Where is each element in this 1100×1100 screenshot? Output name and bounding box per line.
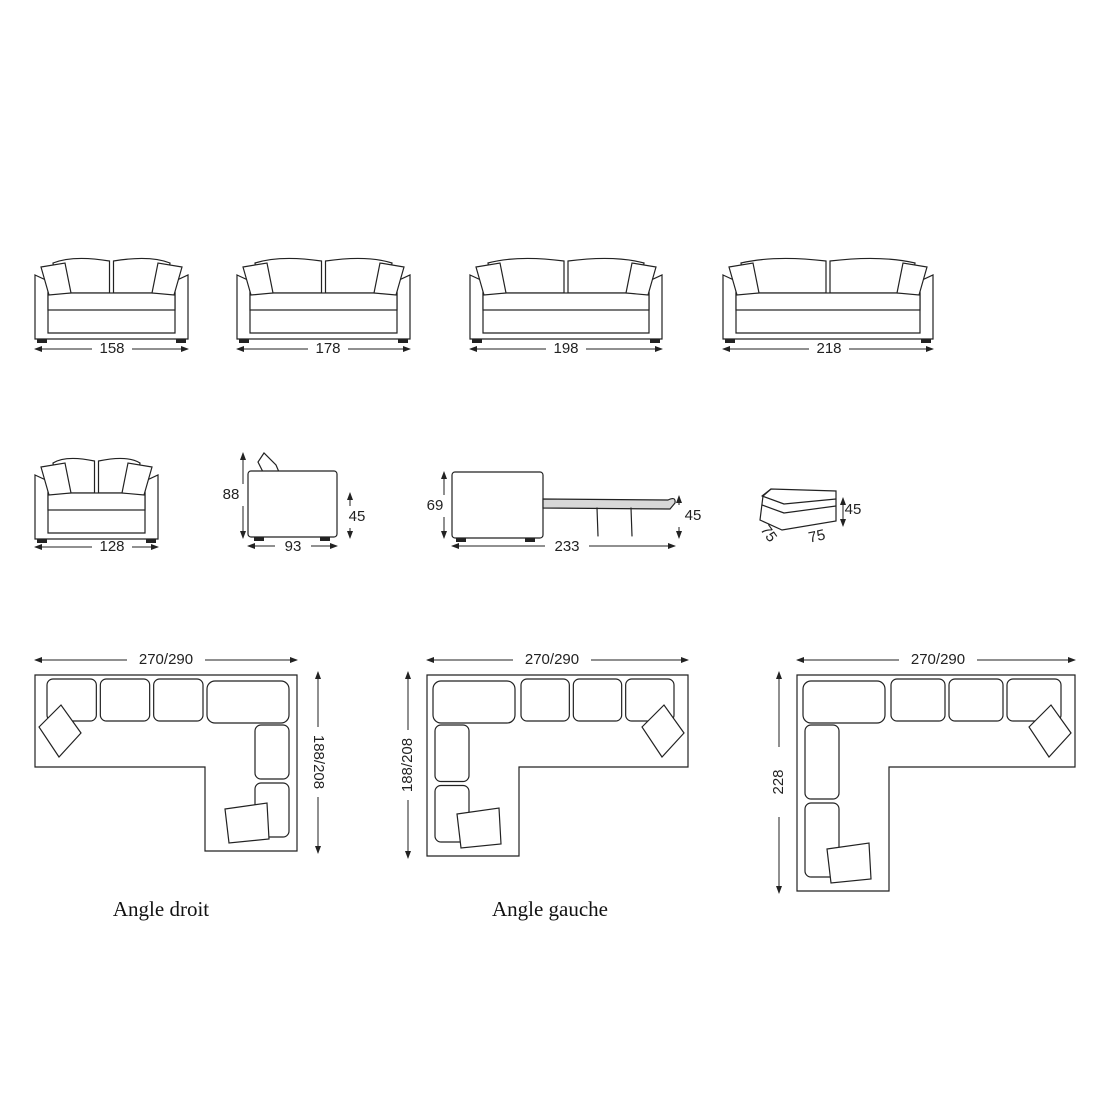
leg bbox=[650, 339, 660, 343]
sofa-178 bbox=[236, 257, 411, 352]
side-cushion bbox=[804, 724, 840, 800]
throw-pillow bbox=[475, 262, 507, 296]
seat-cushion bbox=[249, 292, 398, 311]
side-depth-label: 93 bbox=[285, 538, 302, 555]
armchair-width-label: 128 bbox=[99, 538, 124, 555]
sofa-158 bbox=[34, 257, 189, 352]
bed-body bbox=[451, 471, 544, 539]
throw-pillow bbox=[242, 262, 274, 296]
bed-open-length-label: 233 bbox=[554, 538, 579, 555]
labels: 158 178 198 218 128 88 45 93 69 45 233 4… bbox=[99, 340, 965, 921]
throw-pillow bbox=[40, 262, 72, 296]
corner-left-width-label: 270/290 bbox=[525, 651, 579, 668]
corner-right-depth-label: 188/208 bbox=[310, 735, 327, 789]
side-seat-height-label: 45 bbox=[349, 508, 366, 525]
leg bbox=[525, 538, 535, 542]
caption-angle-gauche: Angle gauche bbox=[492, 897, 608, 921]
throw-pillow bbox=[641, 704, 685, 758]
throw-pillow bbox=[896, 262, 928, 296]
back-cushion bbox=[99, 678, 151, 722]
bed-leg bbox=[596, 507, 599, 537]
seat-cushion bbox=[735, 292, 921, 311]
leg bbox=[37, 339, 47, 343]
drawings bbox=[34, 257, 1076, 894]
leg bbox=[398, 339, 408, 343]
sofa-bed bbox=[441, 471, 682, 549]
corner-large-width-label: 270/290 bbox=[911, 651, 965, 668]
back-cushion bbox=[520, 678, 570, 722]
seat-cushion bbox=[47, 292, 176, 311]
corner-left-depth-label: 188/208 bbox=[399, 738, 416, 792]
throw-pillow bbox=[121, 462, 153, 496]
leg bbox=[472, 339, 482, 343]
back-cushion bbox=[740, 257, 827, 294]
corner-sofa-angle-gauche bbox=[405, 657, 689, 859]
throw-pillow bbox=[625, 262, 657, 296]
throw-pillow bbox=[728, 262, 760, 296]
leg bbox=[921, 339, 931, 343]
corner-cushion bbox=[432, 680, 516, 724]
throw-pillow bbox=[373, 262, 405, 296]
sofa-198-width-label: 198 bbox=[553, 340, 578, 357]
leg bbox=[725, 339, 735, 343]
throw-pillow bbox=[38, 704, 82, 758]
throw-pillow bbox=[1028, 704, 1072, 758]
back-cushion bbox=[153, 678, 204, 722]
sofa-178-width-label: 178 bbox=[315, 340, 340, 357]
throw-pillow bbox=[456, 807, 502, 849]
side-body bbox=[247, 470, 338, 538]
caption-angle-droit: Angle droit bbox=[113, 897, 209, 921]
throw-pillow bbox=[151, 262, 183, 296]
corner-right-width-label: 270/290 bbox=[139, 651, 193, 668]
corner-sofa-angle-droit bbox=[34, 657, 321, 854]
back-cushion bbox=[487, 257, 565, 294]
ottoman bbox=[759, 488, 846, 531]
mattress bbox=[542, 497, 676, 510]
leg bbox=[254, 537, 264, 541]
ottoman-top bbox=[761, 488, 837, 505]
leg bbox=[239, 339, 249, 343]
leg bbox=[456, 538, 466, 542]
leg bbox=[320, 537, 330, 541]
corner-cushion bbox=[802, 680, 886, 724]
ottoman-seam bbox=[761, 504, 837, 514]
side-view bbox=[240, 452, 353, 549]
sofa-218-width-label: 218 bbox=[816, 340, 841, 357]
side-cushion bbox=[434, 724, 470, 783]
corner-cushion bbox=[206, 680, 290, 724]
bed-leg bbox=[630, 507, 633, 537]
throw-pillow bbox=[40, 462, 72, 496]
ottoman-width-label: 75 bbox=[807, 526, 827, 546]
ottoman-height-label: 45 bbox=[845, 501, 862, 518]
throw-pillow bbox=[224, 802, 270, 844]
leg bbox=[146, 539, 156, 543]
sofa-158-width-label: 158 bbox=[99, 340, 124, 357]
back-pillow bbox=[257, 452, 280, 473]
sofa-198 bbox=[469, 257, 663, 352]
leg bbox=[176, 339, 186, 343]
back-cushion bbox=[948, 678, 1004, 722]
back-cushion bbox=[890, 678, 946, 722]
back-cushion bbox=[829, 257, 916, 294]
corner-sofa-228 bbox=[776, 657, 1076, 894]
bed-height-label: 69 bbox=[427, 497, 444, 514]
ottoman-depth-label: 75 bbox=[757, 522, 780, 545]
side-cushion bbox=[254, 724, 290, 780]
throw-pillow bbox=[826, 842, 872, 884]
armchair bbox=[34, 457, 159, 550]
side-height-label: 88 bbox=[223, 486, 240, 503]
back-cushion bbox=[567, 257, 645, 294]
leg bbox=[37, 539, 47, 543]
back-cushion bbox=[572, 678, 623, 722]
corner-outline bbox=[796, 674, 1076, 892]
bed-mattress-height-label: 45 bbox=[685, 507, 702, 524]
sofa-218 bbox=[722, 257, 934, 352]
seat-cushion bbox=[47, 492, 146, 511]
seat-cushion bbox=[482, 292, 650, 311]
corner-large-depth-label: 228 bbox=[770, 769, 787, 794]
